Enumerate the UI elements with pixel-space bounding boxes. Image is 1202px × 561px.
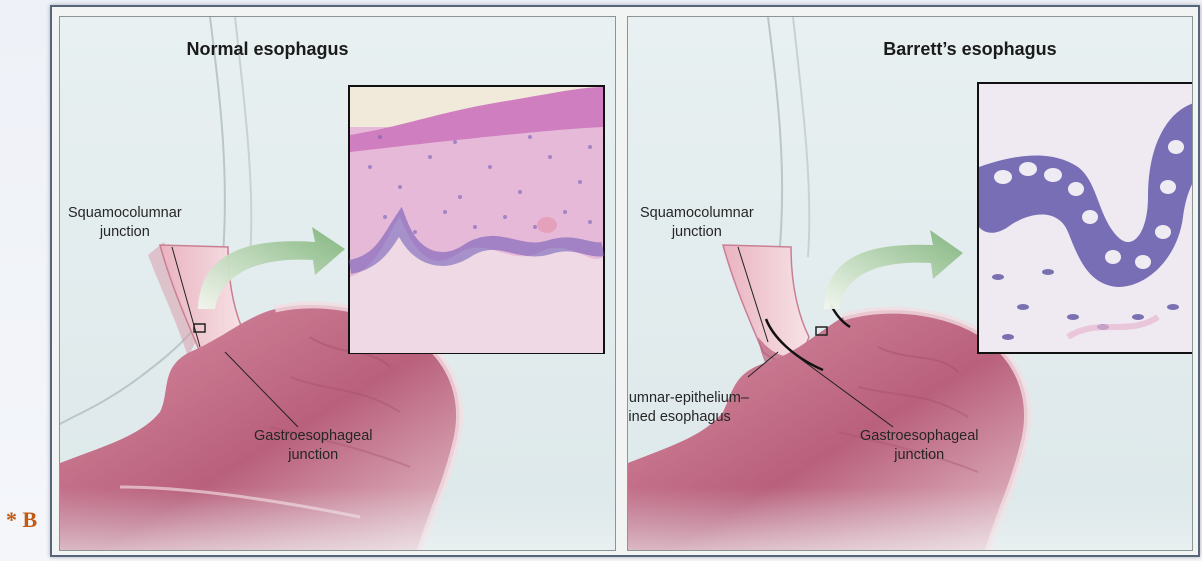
barretts-esophagus-illustration: [628, 17, 1193, 551]
normal-histology-micrograph: [349, 86, 604, 353]
normal-esophagus-panel: Normal esophagus Squamocolumnar junction…: [59, 16, 616, 551]
gastroesophageal-junction-label-barretts: Gastroesophageal junction: [860, 427, 979, 465]
barretts-histology-micrograph: [978, 83, 1193, 353]
normal-esophagus-title: Normal esophagus: [59, 39, 545, 60]
barretts-esophagus-panel: Barrett’s esophagus Squamocolumnar junct…: [627, 16, 1193, 551]
normal-esophagus-illustration: [60, 17, 616, 551]
esophagus-comparison-figure: Normal esophagus Squamocolumnar junction…: [50, 5, 1200, 557]
squamocolumnar-junction-label-barretts: Squamocolumnar junction: [640, 204, 754, 242]
columnar-epithelium-label: Columnar-epithelium– lined esophagus: [627, 389, 788, 427]
squamocolumnar-junction-label-normal: Squamocolumnar junction: [68, 204, 182, 242]
barretts-esophagus-title: Barrett’s esophagus: [688, 39, 1193, 60]
slide-text-fragment: * B: [6, 507, 37, 533]
gastroesophageal-junction-label-normal: Gastroesophageal junction: [254, 427, 373, 465]
